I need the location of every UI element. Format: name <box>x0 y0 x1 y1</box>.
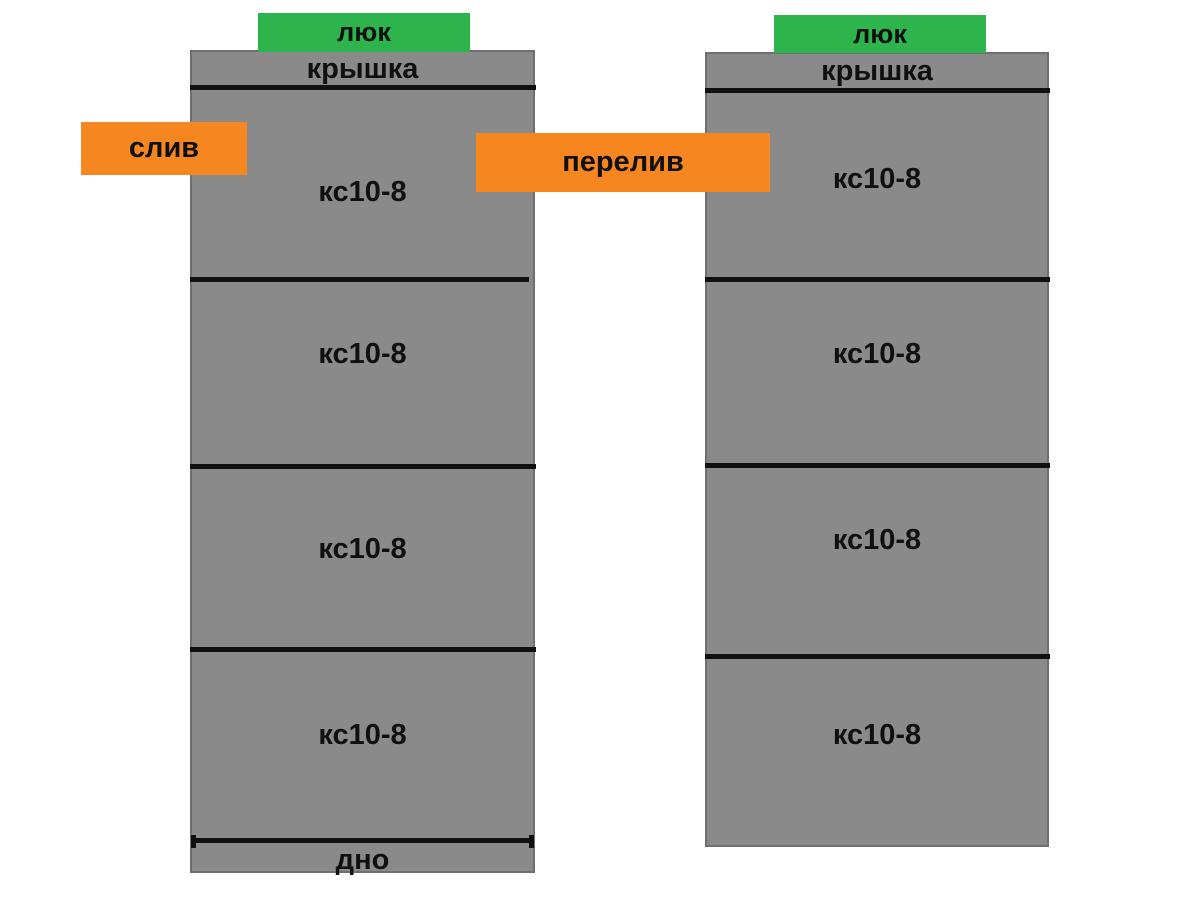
ring-divider <box>190 647 536 652</box>
bottom-label: дно <box>335 844 390 876</box>
hatch-block-left: люк <box>258 13 470 52</box>
overflow-tag: перелив <box>476 133 770 192</box>
bottom-line <box>191 835 534 848</box>
cover-label-left: крышка <box>306 53 419 85</box>
ring-label: кс10-8 <box>832 338 922 370</box>
ring-divider <box>705 277 1050 282</box>
ring-label: кс10-8 <box>318 338 407 370</box>
drain-tag: слив <box>81 122 247 175</box>
cover-line-left <box>190 85 536 90</box>
ring-divider <box>705 654 1050 659</box>
ring-label: кс10-8 <box>832 719 922 751</box>
ring-divider <box>190 464 536 469</box>
ring-label: кс10-8 <box>832 524 922 556</box>
cover-label-right: крышка <box>821 55 933 87</box>
ring-divider <box>705 463 1050 468</box>
ring-label: кс10-8 <box>318 719 407 751</box>
ring-divider <box>190 277 529 282</box>
cover-line-right <box>705 88 1050 93</box>
ring-label: кс10-8 <box>318 533 407 565</box>
ring-label: кс10-8 <box>318 176 407 208</box>
ring-label: кс10-8 <box>832 163 922 195</box>
hatch-block-right: люк <box>774 15 986 53</box>
